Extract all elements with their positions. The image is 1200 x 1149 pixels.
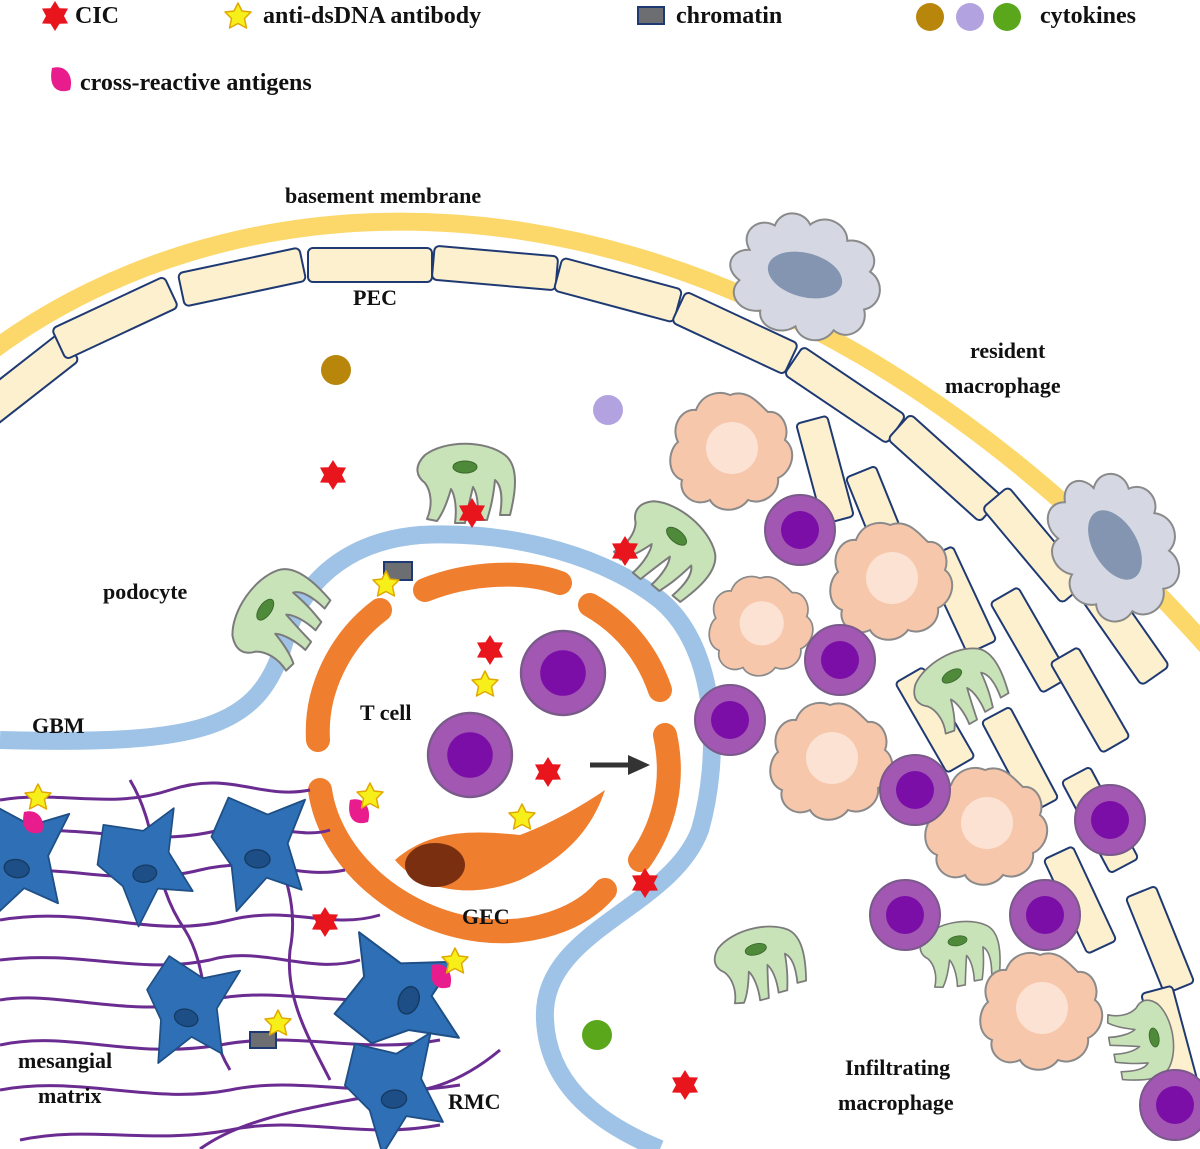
chromatin-deposit bbox=[249, 1031, 277, 1049]
legend-cross-reactive-label: cross-reactive antigens bbox=[80, 70, 312, 96]
cic-star bbox=[672, 1070, 698, 1100]
gec-layer bbox=[305, 562, 681, 944]
legend-cic-label: CIC bbox=[75, 3, 119, 29]
label-mesangial-2: matrix bbox=[38, 1083, 102, 1108]
anti-dsdna-star bbox=[471, 670, 499, 697]
legend-anti-dsdna-icon bbox=[224, 2, 252, 29]
legend-cytokines-label: cytokines bbox=[1040, 3, 1136, 29]
label-podocyte: podocyte bbox=[103, 579, 188, 604]
label-resident-1: resident bbox=[970, 338, 1046, 363]
t-cell bbox=[426, 711, 514, 799]
legend: CIC anti-dsDNA antibody chromatin cytoki… bbox=[42, 1, 1136, 96]
legend-chromatin-label: chromatin bbox=[676, 3, 782, 29]
legend-cytokine-icon bbox=[956, 3, 984, 31]
label-gbm: GBM bbox=[32, 713, 85, 738]
label-pec: PEC bbox=[353, 285, 397, 310]
anti-dsdna-star bbox=[508, 803, 536, 830]
cytokine-dot bbox=[582, 1020, 612, 1050]
label-t-cell: T cell bbox=[360, 700, 412, 725]
diagram-labels: basement membrane PEC resident macrophag… bbox=[18, 183, 1061, 1115]
label-infiltrating-1: Infiltrating bbox=[845, 1055, 950, 1080]
t-cell bbox=[519, 629, 607, 717]
anti-dsdna-star bbox=[24, 783, 52, 810]
cic-star bbox=[320, 460, 346, 490]
cic-star bbox=[312, 907, 338, 937]
legend-anti-dsdna-label: anti-dsDNA antibody bbox=[263, 3, 481, 29]
label-gec: GEC bbox=[462, 904, 510, 929]
cytokine-dot bbox=[321, 355, 351, 385]
migration-arrow bbox=[590, 755, 650, 775]
label-rmc: RMC bbox=[448, 1089, 501, 1114]
label-basement-membrane: basement membrane bbox=[285, 183, 481, 208]
cytokine-dot bbox=[593, 395, 623, 425]
legend-cytokine-icon bbox=[916, 3, 944, 31]
label-mesangial-1: mesangial bbox=[18, 1048, 112, 1073]
podocyte-cell bbox=[708, 916, 814, 1011]
legend-cytokine-icon bbox=[993, 3, 1021, 31]
label-resident-2: macrophage bbox=[945, 373, 1061, 398]
cic-star bbox=[535, 757, 561, 787]
cross-reactive-antigen bbox=[431, 964, 452, 989]
basement-membrane bbox=[0, 212, 1200, 653]
legend-cross-reactive-icon bbox=[51, 67, 72, 92]
cross-reactive-antigen bbox=[23, 811, 44, 834]
legend-cic-icon bbox=[42, 1, 68, 31]
label-infiltrating-2: macrophage bbox=[838, 1090, 954, 1115]
pec-layer bbox=[0, 244, 1171, 687]
cic-star bbox=[477, 635, 503, 665]
legend-chromatin-icon bbox=[637, 6, 665, 25]
